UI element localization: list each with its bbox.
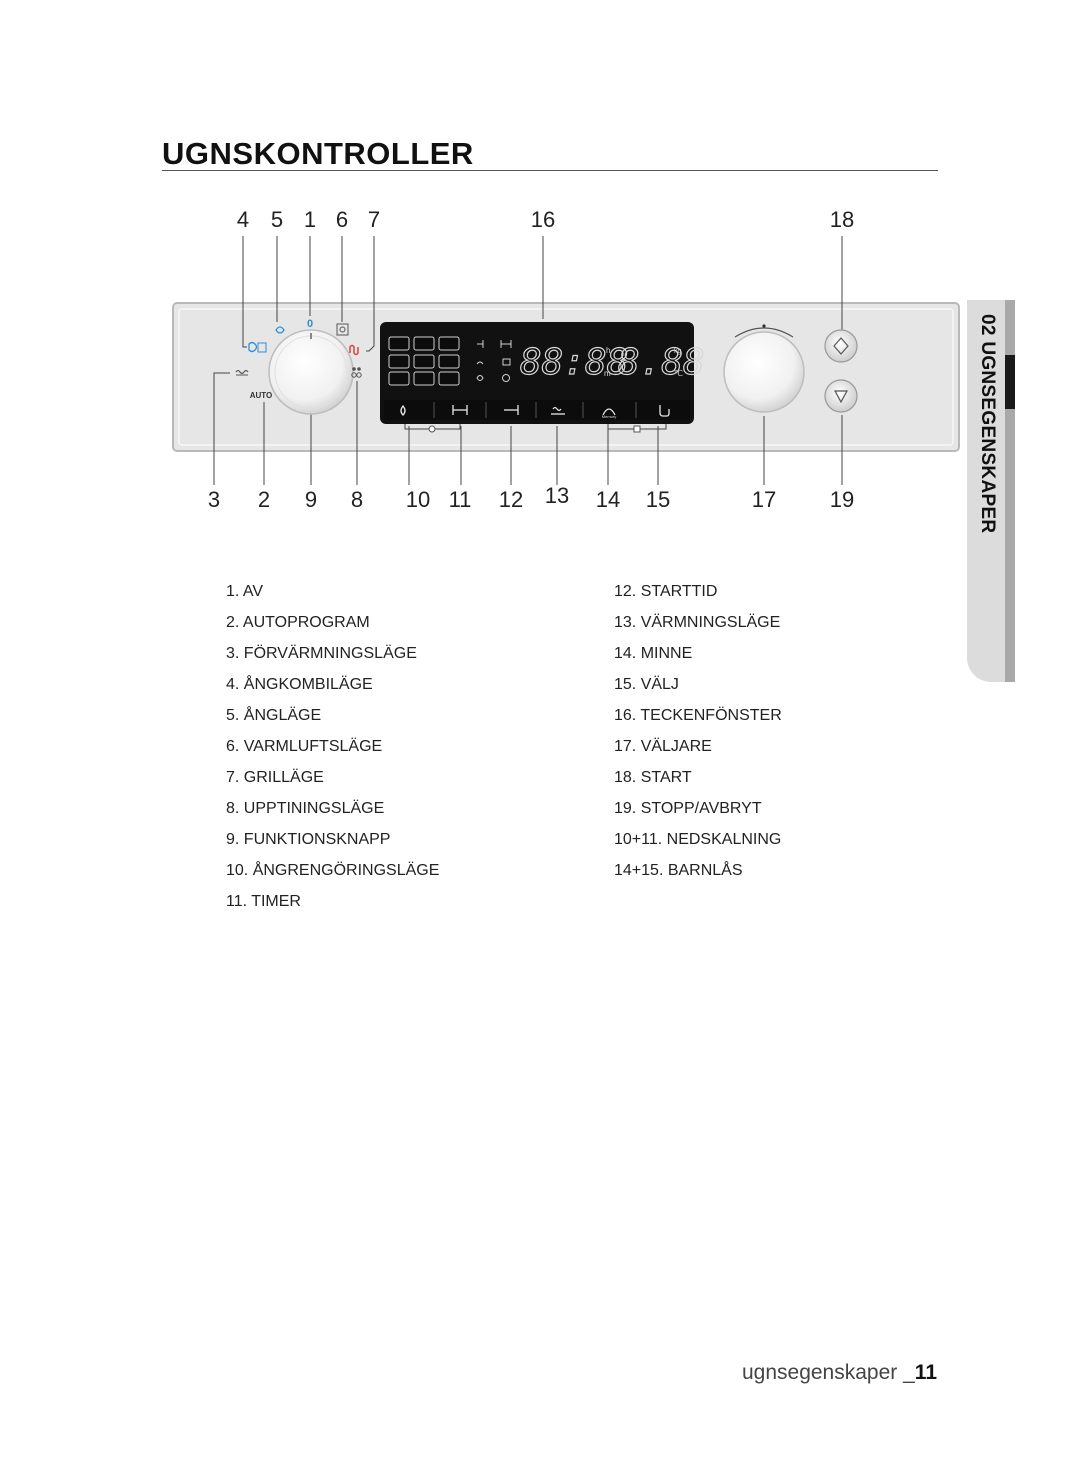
callout-16: 16 [531, 207, 555, 232]
legend-item: 9. FUNKTIONSKNAPP [226, 831, 391, 848]
function-knob[interactable] [268, 329, 354, 415]
convection-icon [336, 323, 349, 336]
legend-item: 1. AV [226, 583, 264, 600]
legend-item: 5. ÅNGLÄGE [226, 707, 322, 724]
callout-10: 10 [406, 487, 430, 512]
page-number: 11 [914, 1361, 937, 1384]
stop-icon [833, 390, 849, 404]
legend-item: 14. MINNE [614, 645, 693, 662]
title-rule [162, 170, 938, 171]
callout-15: 15 [646, 487, 670, 512]
unit-m: m [604, 369, 611, 378]
select-key-icon[interactable] [659, 405, 670, 417]
callout-4: 4 [237, 207, 249, 232]
legend-item: 16. TECKENFÖNSTER [614, 707, 782, 724]
callout-11: 11 [449, 487, 472, 512]
callout-3: 3 [208, 487, 220, 512]
callout-12: 12 [499, 487, 523, 512]
callout-18: 18 [830, 207, 854, 232]
start-time-key-icon[interactable] [504, 405, 519, 415]
start-button[interactable] [824, 329, 858, 363]
preheat-icon [235, 369, 249, 376]
chapter-tab-marker [1005, 355, 1015, 409]
unit-h: h [606, 346, 610, 355]
legend-item: 3. FÖRVÄRMNINGSLÄGE [226, 645, 417, 662]
oven-control-diagram: 4 5 1 6 7 16 18 3 2 9 8 10 11 12 13 14 1… [172, 207, 960, 512]
start-icon [833, 337, 849, 355]
auto-label: AUTO [250, 391, 273, 400]
callout-9: 9 [305, 487, 317, 512]
callout-14: 14 [596, 487, 620, 512]
legend-item: 7. GRILLÄGE [226, 769, 324, 786]
legend-item: 6. VARMLUFTSLÄGE [226, 738, 383, 755]
unit-kg: kg [674, 348, 682, 355]
callout-7: 7 [368, 207, 380, 232]
selector-knob[interactable] [723, 331, 805, 413]
legend-item: 19. STOPP/AVBRYT [614, 800, 762, 817]
steam-combi-icon [248, 341, 267, 353]
memory-key-label: Memory [602, 414, 616, 419]
legend-right-column: 12. STARTTID 13. VÄRMNINGSLÄGE 14. MINNE… [614, 580, 782, 890]
stop-button[interactable] [824, 379, 858, 413]
defrost-icon [351, 367, 362, 378]
grill-icon [349, 344, 359, 356]
descale-indicator-icon [428, 425, 436, 433]
legend-item: 11. TIMER [226, 893, 301, 910]
legend-item: 13. VÄRMNINGSLÄGE [614, 614, 781, 631]
legend-item: 8. UPPTININGSLÄGE [226, 800, 385, 817]
legend-item: 15. VÄLJ [614, 676, 679, 693]
legend-item: 17. VÄLJARE [614, 738, 712, 755]
unit-celsius: ℃ [674, 369, 683, 378]
display-temp-digits: 8.88 [618, 342, 705, 383]
legend-item: 18. START [614, 769, 692, 786]
footer-section: ugnsegenskaper _ [741, 1361, 915, 1384]
callout-6: 6 [336, 207, 348, 232]
chapter-tab: 02 UGNSEGENSKAPER [967, 300, 1015, 682]
callout-13: 13 [545, 483, 569, 508]
legend-item: 4. ÅNGKOMBILÄGE [226, 676, 373, 693]
legend-item: 2. AUTOPROGRAM [226, 614, 370, 631]
knob-off-label: 0 [307, 318, 313, 330]
legend-item: 14+15. BARNLÅS [614, 862, 743, 879]
child-lock-icon [633, 425, 641, 433]
descale-key-icon[interactable] [400, 404, 406, 416]
callout-1: 1 [304, 207, 316, 232]
selector-arc-indicator [734, 327, 794, 338]
callout-17: 17 [752, 487, 776, 512]
callout-8: 8 [351, 487, 363, 512]
callout-19: 19 [830, 487, 854, 512]
page-title: UGNSKONTROLLER [162, 136, 474, 171]
legend-item: 12. STARTTID [614, 583, 718, 600]
page-footer: ugnsegenskaper _11 [742, 1361, 937, 1385]
chapter-tab-stripe [1005, 300, 1015, 682]
legend-item: 10. ÅNGRENGÖRINGSLÄGE [226, 862, 440, 879]
callout-5: 5 [271, 207, 283, 232]
memory-key-icon[interactable] [602, 408, 616, 416]
display-time-digits: 88:88 [520, 342, 628, 383]
callout-2: 2 [258, 487, 270, 512]
timer-key-icon[interactable] [452, 405, 468, 415]
heating-mode-key-icon[interactable] [551, 406, 565, 415]
legend-left-column: 1. AV 2. AUTOPROGRAM 3. FÖRVÄRMNINGSLÄGE… [226, 580, 439, 921]
chapter-tab-label: 02 UGNSEGENSKAPER [977, 314, 998, 534]
legend-item: 10+11. NEDSKALNING [614, 831, 782, 848]
steam-icon [275, 326, 285, 334]
